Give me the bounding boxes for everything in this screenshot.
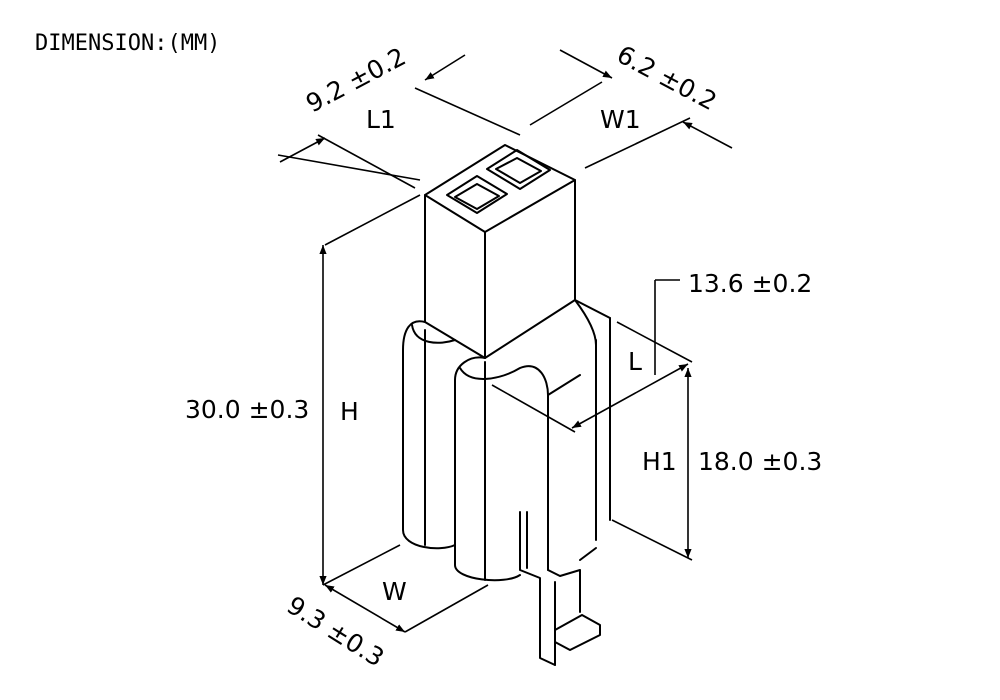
dim-value-H1: 18.0 ±0.3 (698, 447, 822, 476)
label-H1: H1 (642, 447, 677, 476)
label-L: L (628, 347, 642, 376)
label-H: H (340, 397, 359, 426)
dimension-title: DIMENSION:(MM) (35, 31, 220, 56)
label-W: W (382, 577, 407, 606)
dim-value-L: 13.6 ±0.2 (688, 269, 812, 298)
label-W1: W1 (600, 105, 641, 134)
dim-value-W: 9.3 ±0.3 (282, 590, 389, 672)
connector-body (402, 144, 611, 666)
label-L1: L1 (366, 105, 396, 134)
dimension-lines (277, 49, 733, 633)
dim-value-H: 30.0 ±0.3 (185, 395, 309, 424)
dimension-labels: L1 9.2 ±0.2 W1 6.2 ±0.2 L 13.6 ±0.2 30.0… (185, 40, 822, 673)
